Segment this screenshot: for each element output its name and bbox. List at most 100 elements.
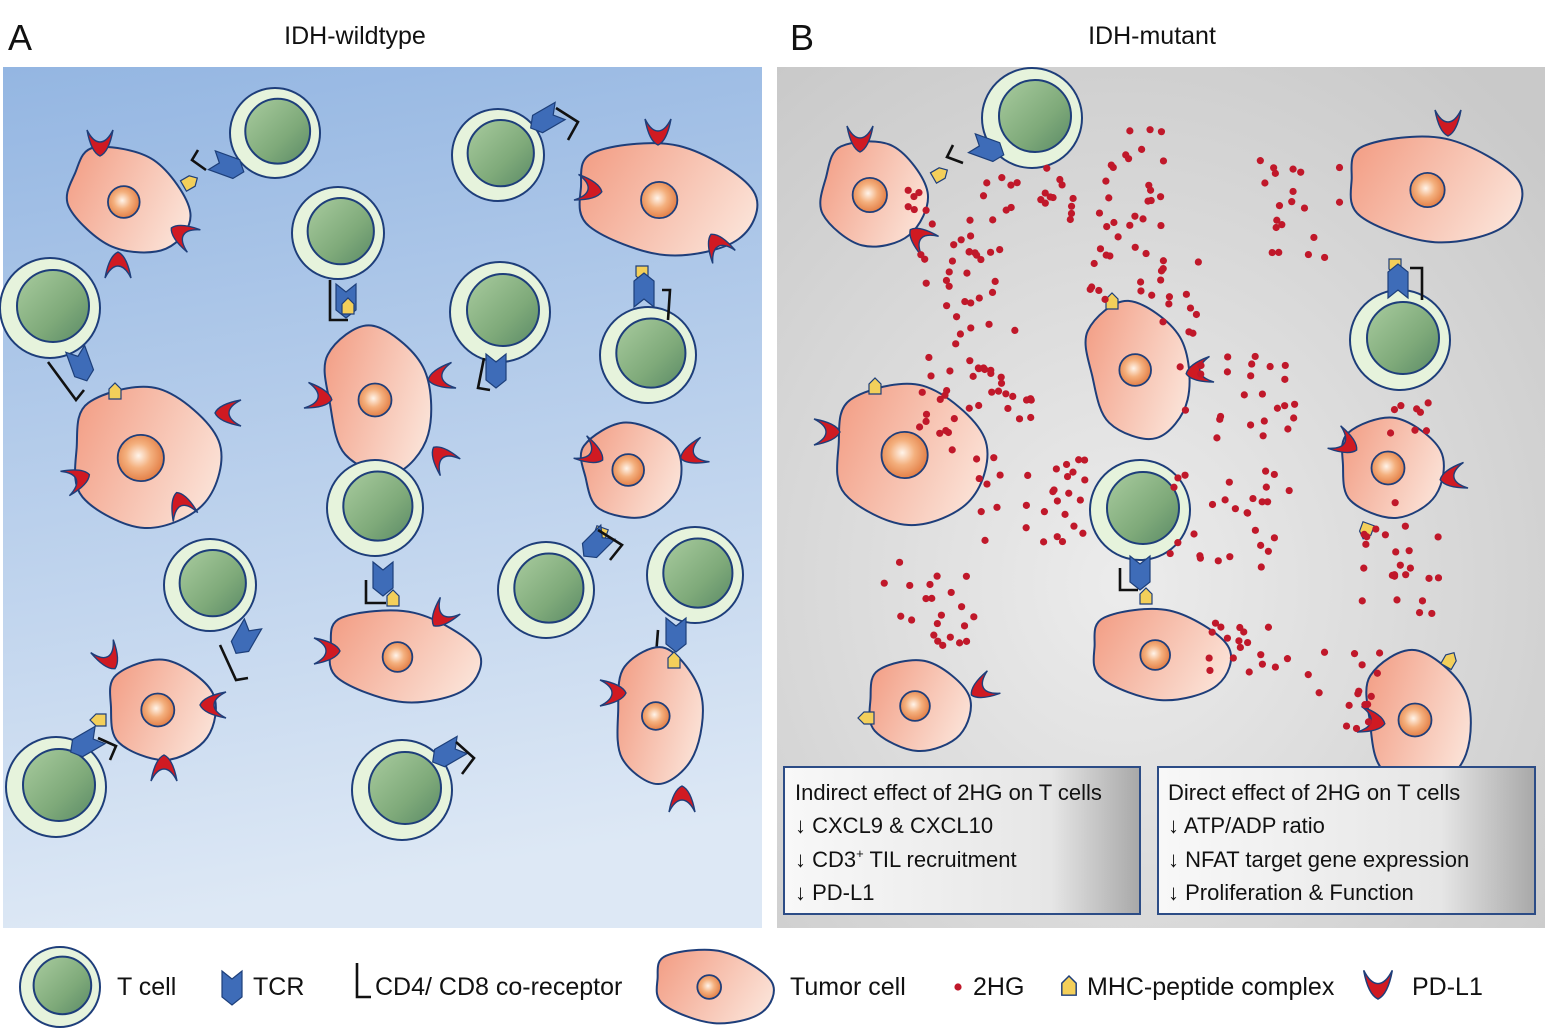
2hg-dot (1375, 649, 1384, 657)
2hg-dot (1392, 548, 1400, 556)
2hg-dot (1258, 498, 1266, 506)
pd-l1-shape (104, 251, 132, 279)
mhc-shape (1439, 651, 1457, 671)
2hg-dot (1013, 179, 1021, 187)
mhc-shape (868, 377, 882, 395)
2hg-dot (1181, 471, 1189, 479)
2hg-dot (1009, 392, 1017, 400)
tumor-cell (109, 658, 217, 762)
2hg-dot (1424, 399, 1432, 407)
2hg-dot (1259, 432, 1267, 440)
2hg-dot (1246, 421, 1255, 429)
pd-l1-icon (668, 785, 696, 813)
2hg-dot (946, 633, 954, 641)
mhc-peptide-icon (1439, 651, 1457, 671)
2hg-dot (1105, 194, 1113, 202)
co-receptor-icon (355, 963, 371, 999)
2hg-dot (988, 288, 997, 297)
pd-l1-icon (170, 224, 201, 253)
t-cell (1349, 289, 1451, 391)
2hg-dot (1197, 370, 1205, 378)
2hg-dot (960, 622, 969, 630)
2hg-dot (990, 454, 998, 462)
2hg-dot (1015, 415, 1024, 423)
2hg-dot (922, 206, 930, 214)
pd-l1-shape (171, 491, 199, 522)
2hg-dot (965, 404, 973, 412)
2hg-dot (942, 426, 950, 435)
2hg-dot (1088, 283, 1096, 291)
tcr-shape (432, 735, 469, 768)
tumor-cell-nucleus (611, 453, 645, 487)
2hg-dot (1174, 474, 1182, 482)
co-receptor-icon (662, 288, 672, 321)
2hg-dot (1137, 287, 1145, 295)
2hg-dot (1272, 223, 1280, 232)
mhc-shape (341, 297, 355, 315)
tumor-cell (323, 324, 433, 476)
2hg-dot (1002, 390, 1010, 398)
t-cell-nucleus (16, 269, 90, 343)
tumor-cell-nucleus (1118, 353, 1152, 387)
legend-t-cell-label: T cell (117, 973, 176, 1001)
2hg-dot (971, 249, 979, 257)
2hg-dot (1004, 404, 1012, 413)
2hg-dot (1053, 533, 1061, 541)
2hg-dot (1159, 265, 1167, 273)
pd-l1-shape (60, 469, 91, 497)
2hg-dot (1262, 483, 1270, 491)
tcr-shape (1129, 554, 1151, 591)
pd-l1-shape (573, 173, 603, 201)
2hg-dot (1335, 198, 1344, 206)
tumor-cell-nucleus (1397, 702, 1433, 738)
2hg-dot (1418, 597, 1427, 605)
legend-pdl1-label: PD-L1 (1412, 973, 1483, 1001)
2hg-dot (1281, 361, 1289, 370)
pd-l1-shape (199, 691, 227, 719)
2hg-dot (1114, 233, 1122, 241)
2hg-dot (1040, 508, 1049, 516)
2hg-dot (945, 282, 953, 290)
2hg-dot (1264, 623, 1273, 631)
t-cell-nucleus (368, 751, 442, 825)
2hg-dot (956, 330, 964, 338)
pd-l1-shape (707, 233, 736, 264)
tumor-cell (868, 659, 972, 753)
2hg-dot (1211, 619, 1220, 627)
mhc-peptide-icon (929, 167, 949, 185)
tumor-cell-nucleus (851, 176, 888, 214)
2hg-dot (946, 367, 954, 375)
2hg-dot (1251, 352, 1259, 361)
2hg-dot (1110, 218, 1118, 227)
2hg-dot (1144, 197, 1152, 205)
pd-l1-shape (90, 639, 119, 670)
2hg-dot (1271, 663, 1279, 671)
2hg-dot (1256, 157, 1264, 165)
2hg-dot (957, 236, 965, 244)
legend: T cell TCR CD4/ CD8 co-receptor Tumor ce… (19, 946, 1483, 1028)
pd-l1-icon (150, 754, 178, 782)
2hg-dot (1358, 597, 1366, 605)
pd-l1-icon (431, 597, 461, 627)
2hg-dot (1096, 245, 1105, 253)
2hg-dot (1156, 193, 1165, 201)
2hg-dot (1240, 391, 1248, 399)
pd-l1-shape (431, 446, 461, 476)
2hg-dot (1355, 687, 1363, 695)
2hg-dot (936, 429, 944, 437)
pd-l1-icon (431, 446, 461, 476)
co-receptor-icon (1118, 568, 1138, 592)
indirect-effect-item: ↓ PD-L1 (795, 880, 874, 905)
2hg-dot (1352, 724, 1361, 733)
2hg-dot (986, 248, 995, 256)
2hg-dot (1148, 291, 1156, 299)
2hg-dot (1205, 654, 1213, 662)
2hg-dot (1270, 470, 1278, 479)
2hg-dot (1300, 204, 1309, 212)
2hg-dot (993, 503, 1001, 511)
panel-b-letter: B (790, 17, 814, 58)
2hg-dot (1043, 164, 1051, 172)
t-cell (5, 736, 107, 838)
mhc-shape (89, 713, 107, 727)
tcr-shape (530, 101, 567, 134)
